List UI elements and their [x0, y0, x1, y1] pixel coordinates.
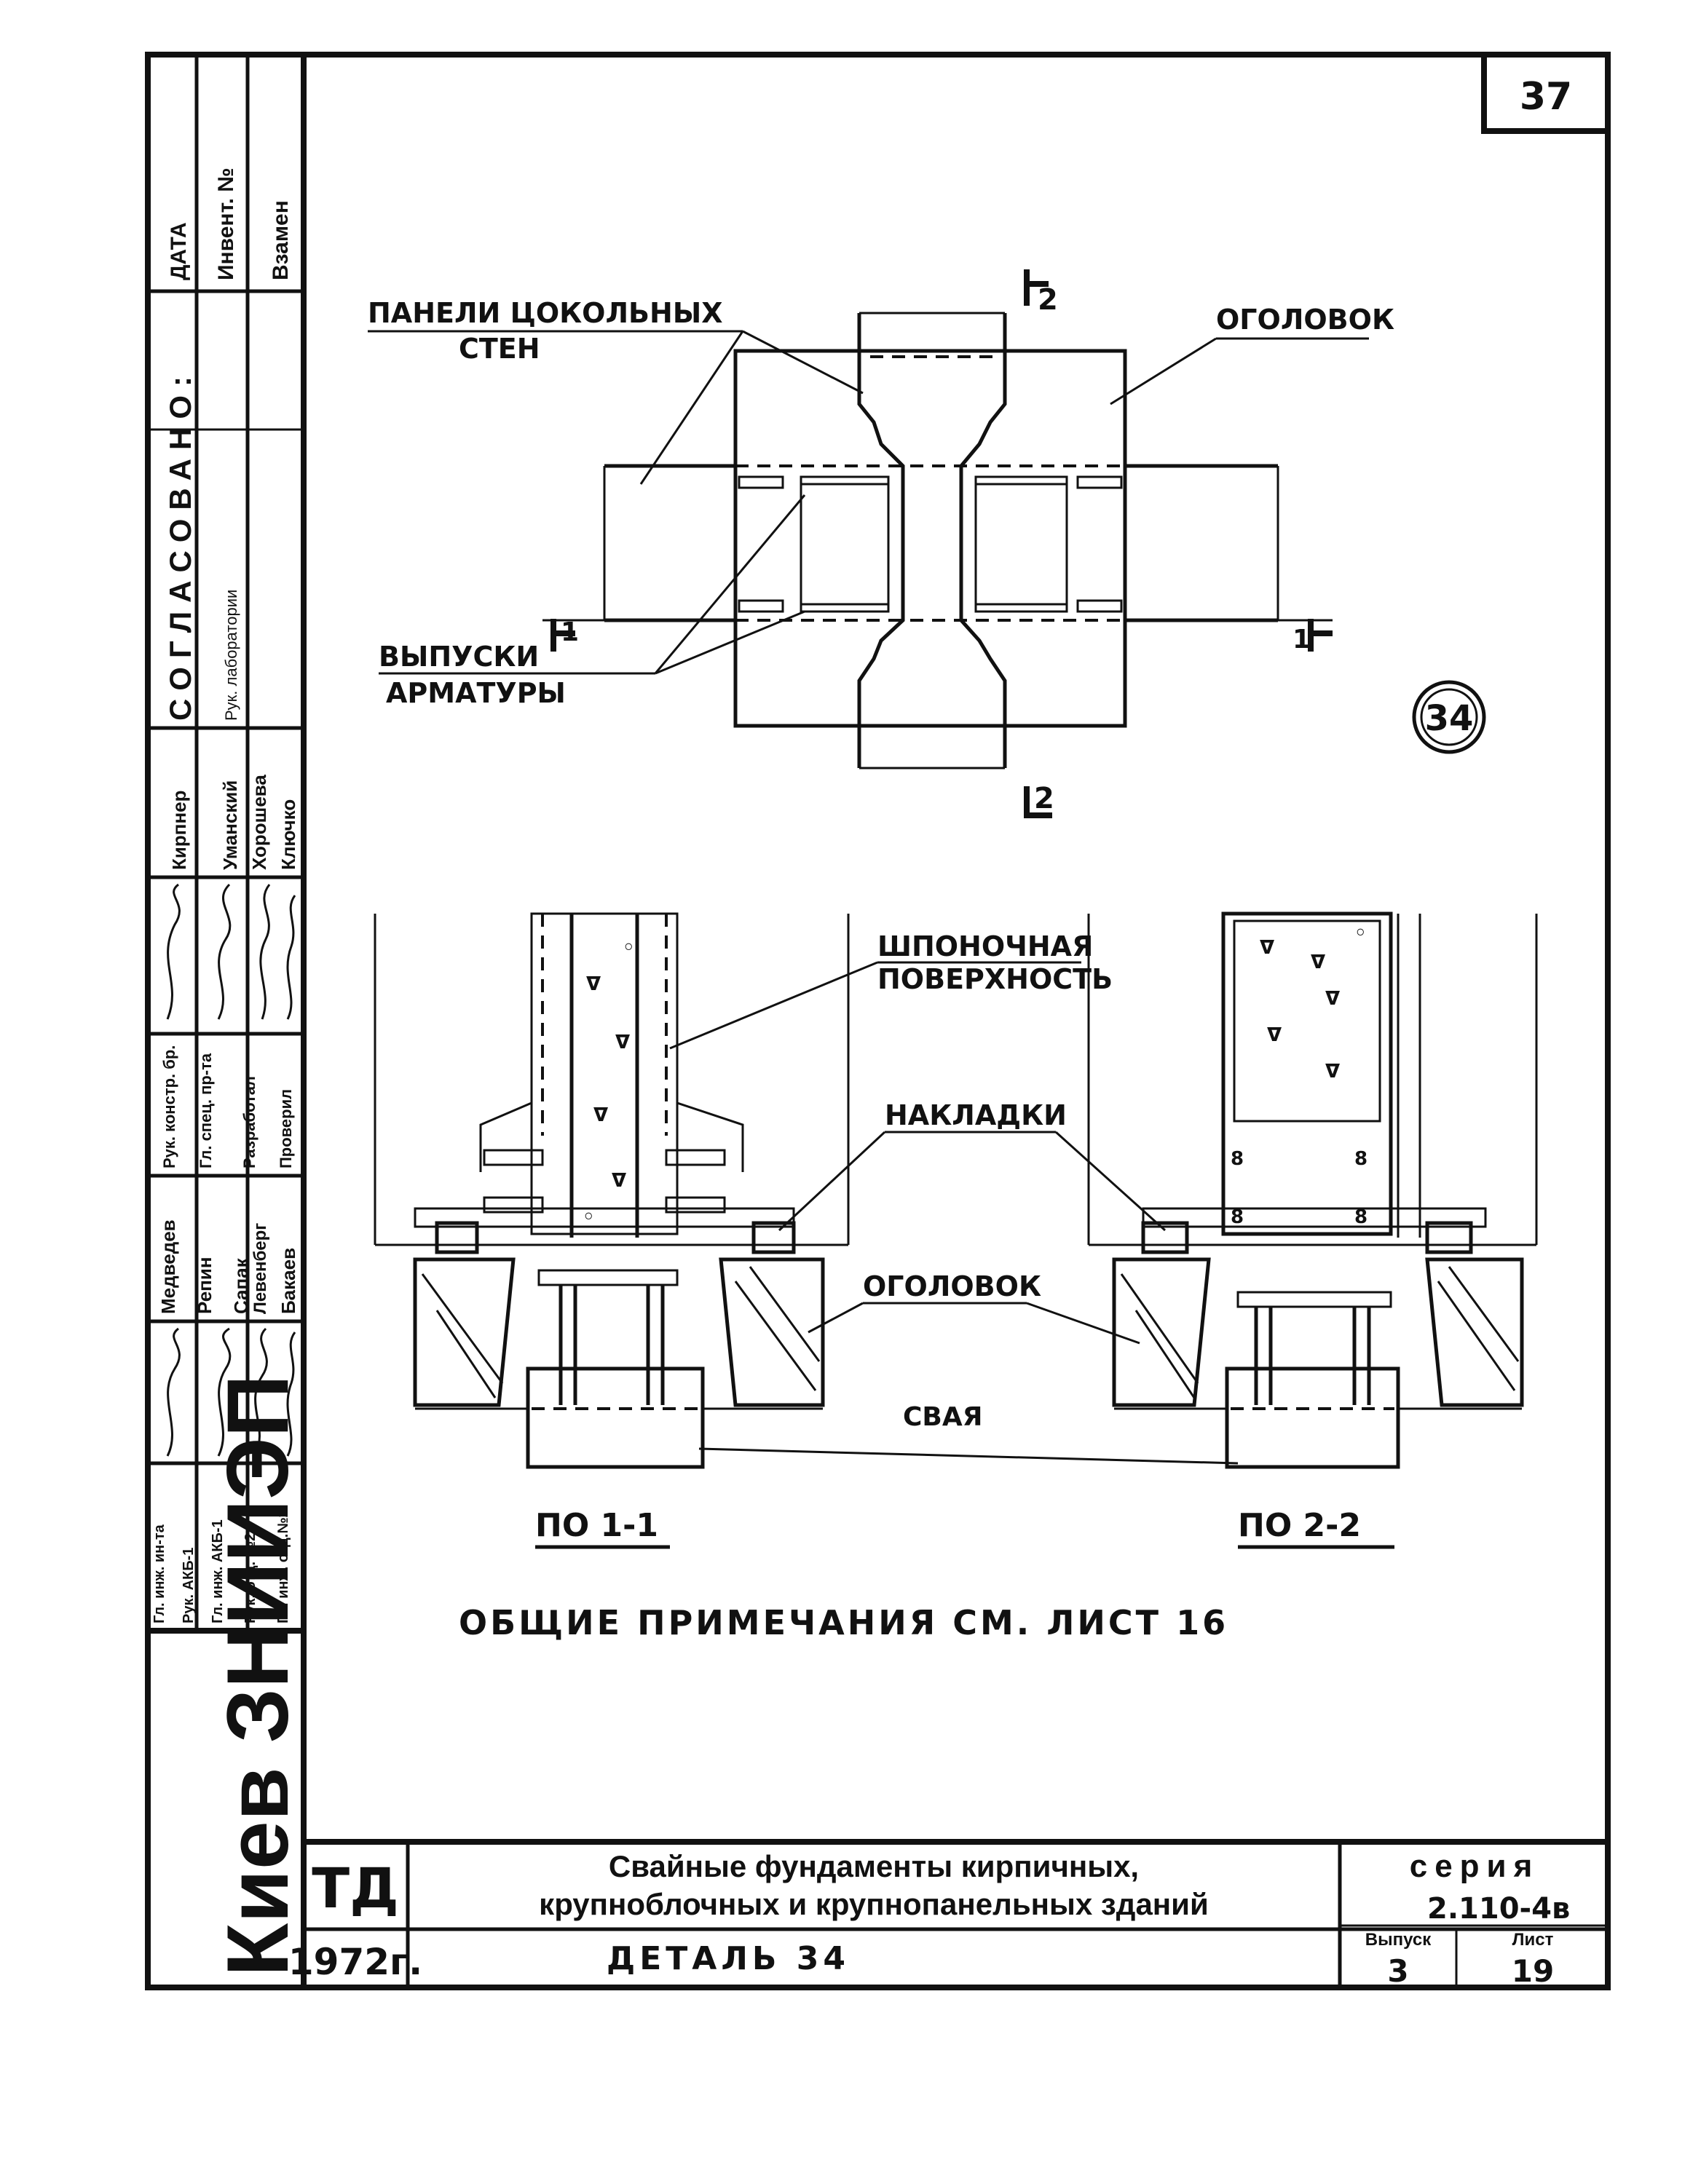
stamp-pos-2: Гл. инж. АКБ-1 — [210, 1519, 226, 1623]
svg-text:◦: ◦ — [583, 1206, 595, 1228]
issue-value: 3 — [1387, 1953, 1408, 1989]
cut-1-left: 1 — [561, 617, 579, 647]
sheet-value: 19 — [1512, 1953, 1554, 1989]
stamp-name-0: Медведев — [157, 1219, 179, 1314]
corner-number-box: 37 — [1481, 52, 1611, 134]
label-svaya: СВАЯ — [903, 1402, 982, 1432]
detail-title: ДЕТАЛЬ 34 — [607, 1940, 850, 1977]
label-ogolovok-section: ОГОЛОВОК — [863, 1270, 1041, 1302]
plan-labels: ПАНЕЛИ ЦОКОЛЬНЫХ СТЕН ОГОЛОВОК ВЫПУСКИ А… — [368, 297, 1486, 754]
label-shponochnaya-2: ПОВЕРХНОСТЬ — [877, 963, 1113, 995]
stamp-pos-4: Гл. инж. отд.№2 — [275, 1509, 291, 1623]
series-label: серия — [1410, 1848, 1540, 1884]
cut-2-top: 2 — [1038, 283, 1058, 317]
label-vypuski-2: АРМАТУРЫ — [386, 677, 566, 709]
stamp-lab-head: Рук. лаборатории — [222, 590, 240, 721]
series-value: 2.110-4в — [1427, 1892, 1570, 1926]
svg-text:◦: ◦ — [1354, 922, 1367, 944]
title-line-1: Свайные фундаменты кирпичных, — [609, 1849, 1139, 1883]
svg-text:ᐁ: ᐁ — [615, 1032, 630, 1053]
svg-text:ᐁ: ᐁ — [1325, 1061, 1340, 1083]
stamp-pos-0: Гл. инж. ин-та — [151, 1524, 167, 1623]
stamp-invent: Инвент. № — [214, 167, 238, 280]
detail-number: 34 — [1425, 698, 1474, 739]
stamp-pos-3: Рук. отд. №2 — [242, 1533, 258, 1623]
sheet-label: Лист — [1512, 1930, 1554, 1950]
sheet-frame — [145, 52, 1611, 1990]
svg-text:8: 8 — [1354, 1148, 1367, 1170]
label-panels-2: СТЕН — [459, 333, 540, 365]
label-ogolovok-plan: ОГОЛОВОК — [1216, 304, 1394, 336]
svg-text:ᐁ: ᐁ — [1267, 1024, 1282, 1046]
plan-view: 2 2 1 1 — [542, 269, 1333, 818]
side-stamp: ДАТА Инвент. № Взамен СОГЛАСОВАНО: Рук. … — [148, 55, 307, 1977]
cut-1-right: 1 — [1292, 625, 1311, 654]
stamp-name2-0: Левенберг — [250, 1223, 270, 1314]
stamp-date: ДАТА — [167, 222, 191, 280]
svg-text:◦: ◦ — [623, 937, 635, 959]
corner-number: 37 — [1520, 75, 1572, 119]
stamp-pos2-1: Гл. спец. пр-та — [197, 1053, 215, 1168]
stamp-role-1: Уманский — [219, 780, 241, 870]
stamp-name2-1: Бакаев — [277, 1248, 299, 1314]
svg-text:ᐁ: ᐁ — [612, 1170, 626, 1192]
td-label: ТД — [312, 1856, 399, 1920]
general-note: ОБЩИЕ ПРИМЕЧАНИЯ СМ. ЛИСТ 16 — [459, 1603, 1228, 1642]
svg-text:ᐁ: ᐁ — [1325, 988, 1340, 1010]
stamp-role-2: Хорошева — [248, 775, 270, 870]
signature-marks — [166, 883, 296, 1457]
stamp-role-0: Кирпнер — [168, 791, 190, 870]
section-labels: ШПОНОЧНАЯ ПОВЕРХНОСТЬ НАКЛАДКИ ОГОЛОВОК … — [669, 930, 1239, 1465]
label-vypuski-1: ВЫПУСКИ — [379, 641, 539, 673]
stamp-pos-1: Рук. АКБ-1 — [181, 1548, 197, 1623]
svg-text:8: 8 — [1231, 1206, 1244, 1228]
year-label: 1972г. — [288, 1941, 422, 1983]
svg-text:8: 8 — [1231, 1148, 1244, 1170]
stamp-pos2-3: Проверил — [277, 1089, 295, 1168]
section-1-1: ᐁ ᐁ ᐁ ᐁ ◦ ◦ ПО 1-1 — [374, 912, 850, 1549]
stamp-name-2: Сапак — [230, 1257, 252, 1314]
stamp-name-1: Репин — [194, 1257, 216, 1314]
svg-text:ᐁ: ᐁ — [1311, 951, 1325, 973]
stamp-org: Киев ЗНИИЭП — [209, 1374, 307, 1977]
issue-label: Выпуск — [1365, 1930, 1432, 1950]
stamp-role-3: Ключко — [277, 799, 299, 870]
stamp-pos2-0: Рук. констр. бр. — [160, 1045, 178, 1168]
svg-text:8: 8 — [1354, 1206, 1367, 1228]
title-line-2: крупноблочных и крупнопанельных зданий — [539, 1887, 1209, 1921]
section-1-title: ПО 1-1 — [535, 1507, 658, 1544]
cut-2-bottom: 2 — [1034, 782, 1054, 815]
svg-text:ᐁ: ᐁ — [1260, 937, 1274, 959]
title-block: ТД 1972г. Свайные фундаменты кирпичных, … — [288, 1839, 1608, 1989]
section-2-title: ПО 2-2 — [1238, 1507, 1361, 1544]
stamp-instead: Взамен — [269, 200, 293, 280]
stamp-agreed: СОГЛАСОВАНО: — [163, 368, 197, 721]
stamp-pos2-2: Разработал — [240, 1076, 258, 1168]
svg-text:ᐁ: ᐁ — [586, 973, 601, 995]
svg-text:ᐁ: ᐁ — [593, 1104, 608, 1126]
label-panels-1: ПАНЕЛИ ЦОКОЛЬНЫХ — [368, 297, 723, 329]
label-shponochnaya-1: ШПОНОЧНАЯ — [877, 930, 1093, 962]
label-nakladki: НАКЛАДКИ — [885, 1099, 1067, 1131]
